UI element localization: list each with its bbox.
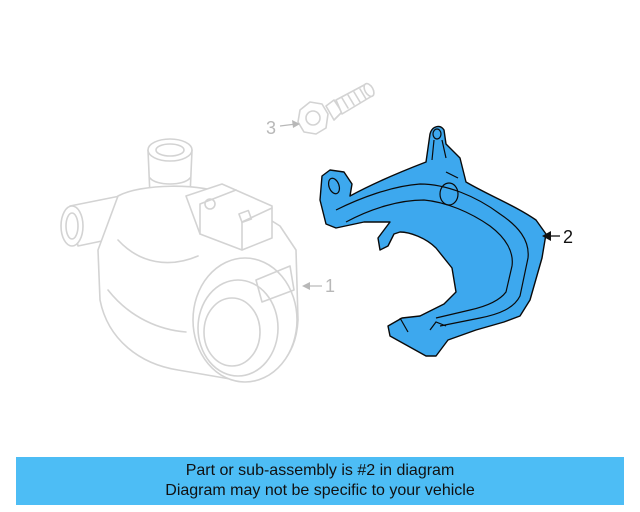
bracket-part-2-highlighted <box>319 125 547 357</box>
callout-label-1: 1 <box>325 276 335 296</box>
callout-3[interactable]: 3 <box>266 118 300 138</box>
caption-line-1: Part or sub-assembly is #2 in diagram <box>185 462 455 479</box>
caption-banner: Part or sub-assembly is #2 in diagram Di… <box>16 457 624 505</box>
bolt-part-3 <box>297 82 375 135</box>
callout-label-2: 2 <box>563 227 573 247</box>
callout-label-3: 3 <box>266 118 276 138</box>
callout-1[interactable]: 1 <box>302 276 335 296</box>
callout-2[interactable]: 2 <box>542 227 573 247</box>
water-pump-part-1 <box>60 138 299 383</box>
parts-diagram: 3 1 2 <box>60 82 573 383</box>
caption-line-2: Diagram may not be specific to your vehi… <box>165 482 475 499</box>
